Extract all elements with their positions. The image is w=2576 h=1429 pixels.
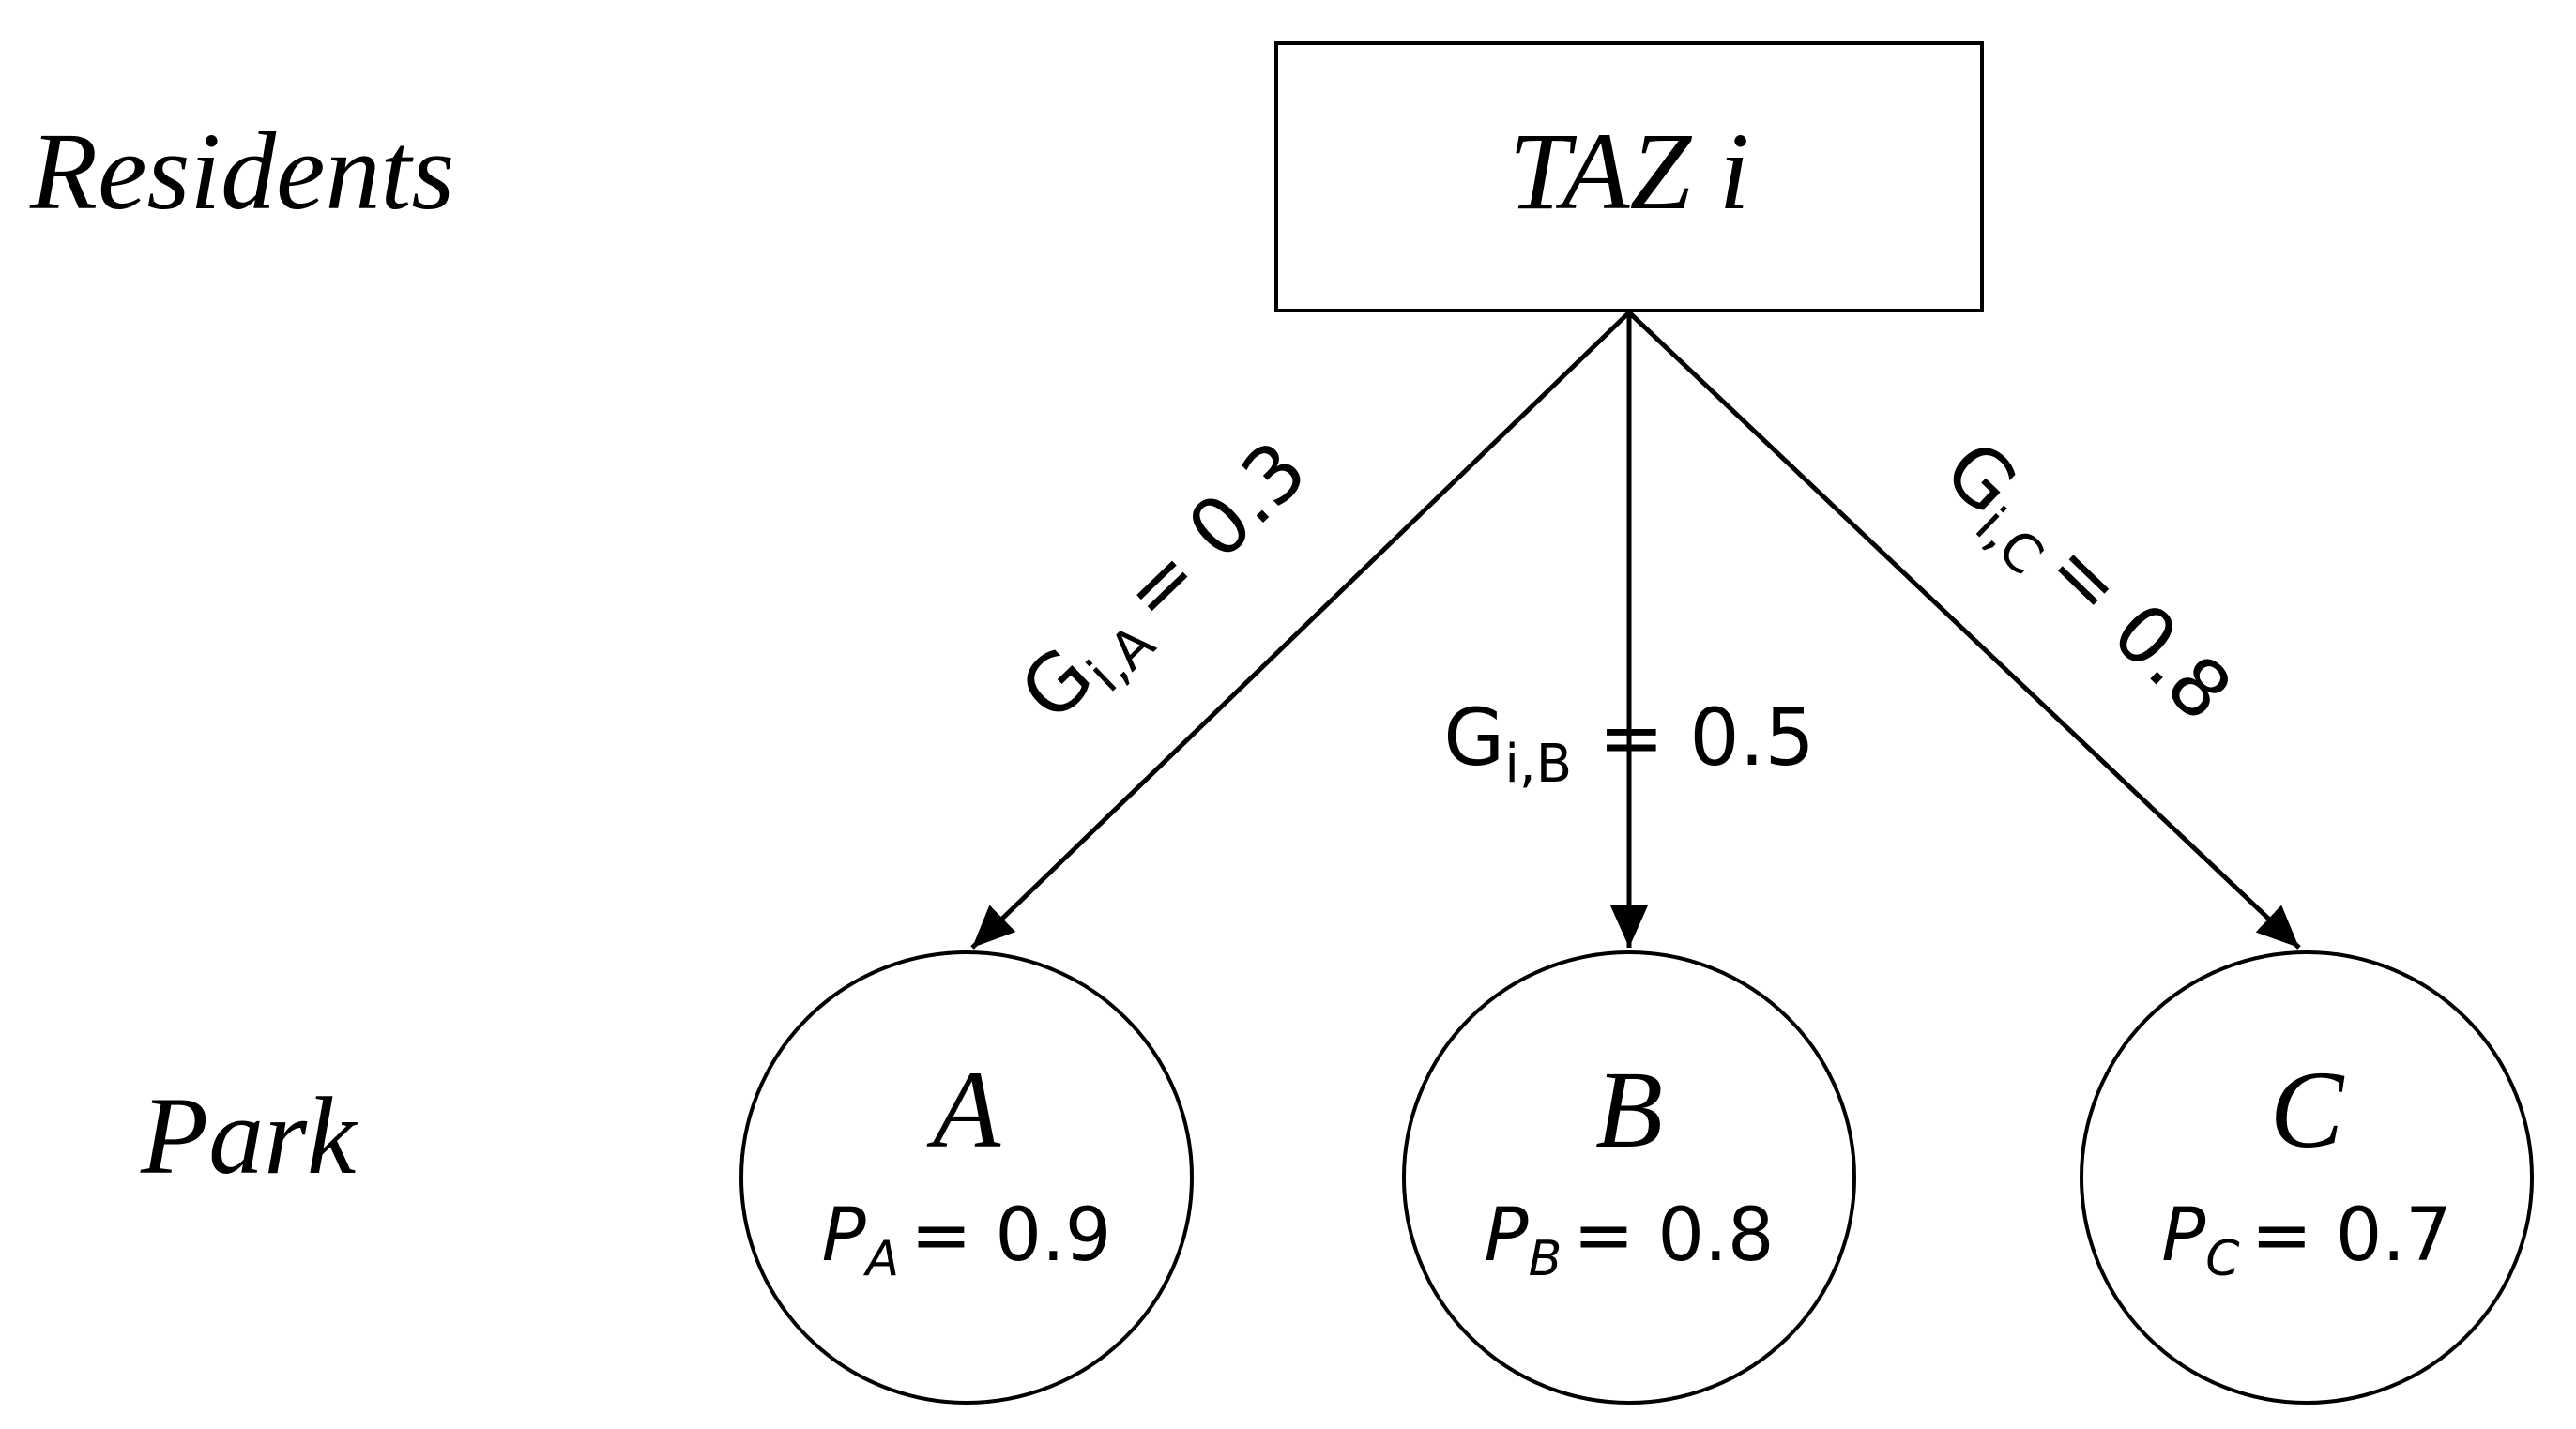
park-c-prob-value: = 0.7 <box>2251 1193 2452 1278</box>
park-b-prob-symbol: P <box>1485 1193 1529 1278</box>
park-a-prob-symbol: P <box>822 1193 866 1278</box>
svg-text:Gi,C= 0.8: Gi,C= 0.8 <box>1919 423 2248 747</box>
edge-b-value: = 0.5 <box>1598 692 1815 783</box>
park-b-prob-subscript: B <box>1529 1231 1562 1287</box>
edge-to-park-c <box>1627 311 2301 950</box>
park-node-c: C PC= 0.7 <box>2080 950 2534 1405</box>
svg-text:PB= 0.8: PB= 0.8 <box>1485 1193 1775 1287</box>
edge-label-c: Gi,C= 0.8 <box>1919 423 2249 747</box>
svg-text:PA= 0.9: PA= 0.9 <box>822 1193 1112 1287</box>
park-c-name: C <box>2270 1048 2345 1171</box>
park-c-prob-symbol: P <box>2161 1193 2205 1278</box>
park-b-circle <box>1402 950 1856 1405</box>
taz-label: TAZ i <box>1509 110 1750 233</box>
park-node-b: B PB= 0.8 <box>1402 950 1856 1405</box>
park-b-prob-value: = 0.8 <box>1573 1193 1774 1278</box>
edge-c-value: = 0.8 <box>2030 522 2249 738</box>
edge-a-value: = 0.3 <box>1105 423 1324 640</box>
park-b-name: B <box>1595 1048 1663 1171</box>
park-node-a: A PA= 0.9 <box>739 950 1194 1405</box>
park-a-prob-subscript: A <box>863 1231 900 1287</box>
park-a-prob-value: = 0.9 <box>910 1193 1111 1278</box>
park-c-prob-subscript: C <box>2205 1231 2240 1287</box>
park-c-circle <box>2080 950 2534 1405</box>
edge-b-symbol: G <box>1443 692 1504 783</box>
edges <box>970 311 2301 950</box>
edge-label-b: Gi,B = 0.5 <box>1443 692 1815 795</box>
residents-row-label: Residents <box>29 110 454 233</box>
svg-text:Gi,A= 0.3: Gi,A= 0.3 <box>1003 423 1333 746</box>
taz-box <box>1274 41 1984 312</box>
edge-label-a: Gi,A= 0.3 <box>1003 423 1333 746</box>
edge-b-subscript: i,B <box>1504 734 1572 795</box>
edge-to-park-a <box>970 311 1631 950</box>
park-row-label: Park <box>140 1074 358 1197</box>
svg-text:PC= 0.7: PC= 0.7 <box>2161 1193 2452 1287</box>
svg-text:Gi,B= 0.5: Gi,B = 0.5 <box>1443 692 1815 795</box>
park-a-name: A <box>926 1048 1001 1171</box>
taz-node: TAZ i <box>1274 41 1984 312</box>
park-a-circle <box>739 950 1194 1405</box>
